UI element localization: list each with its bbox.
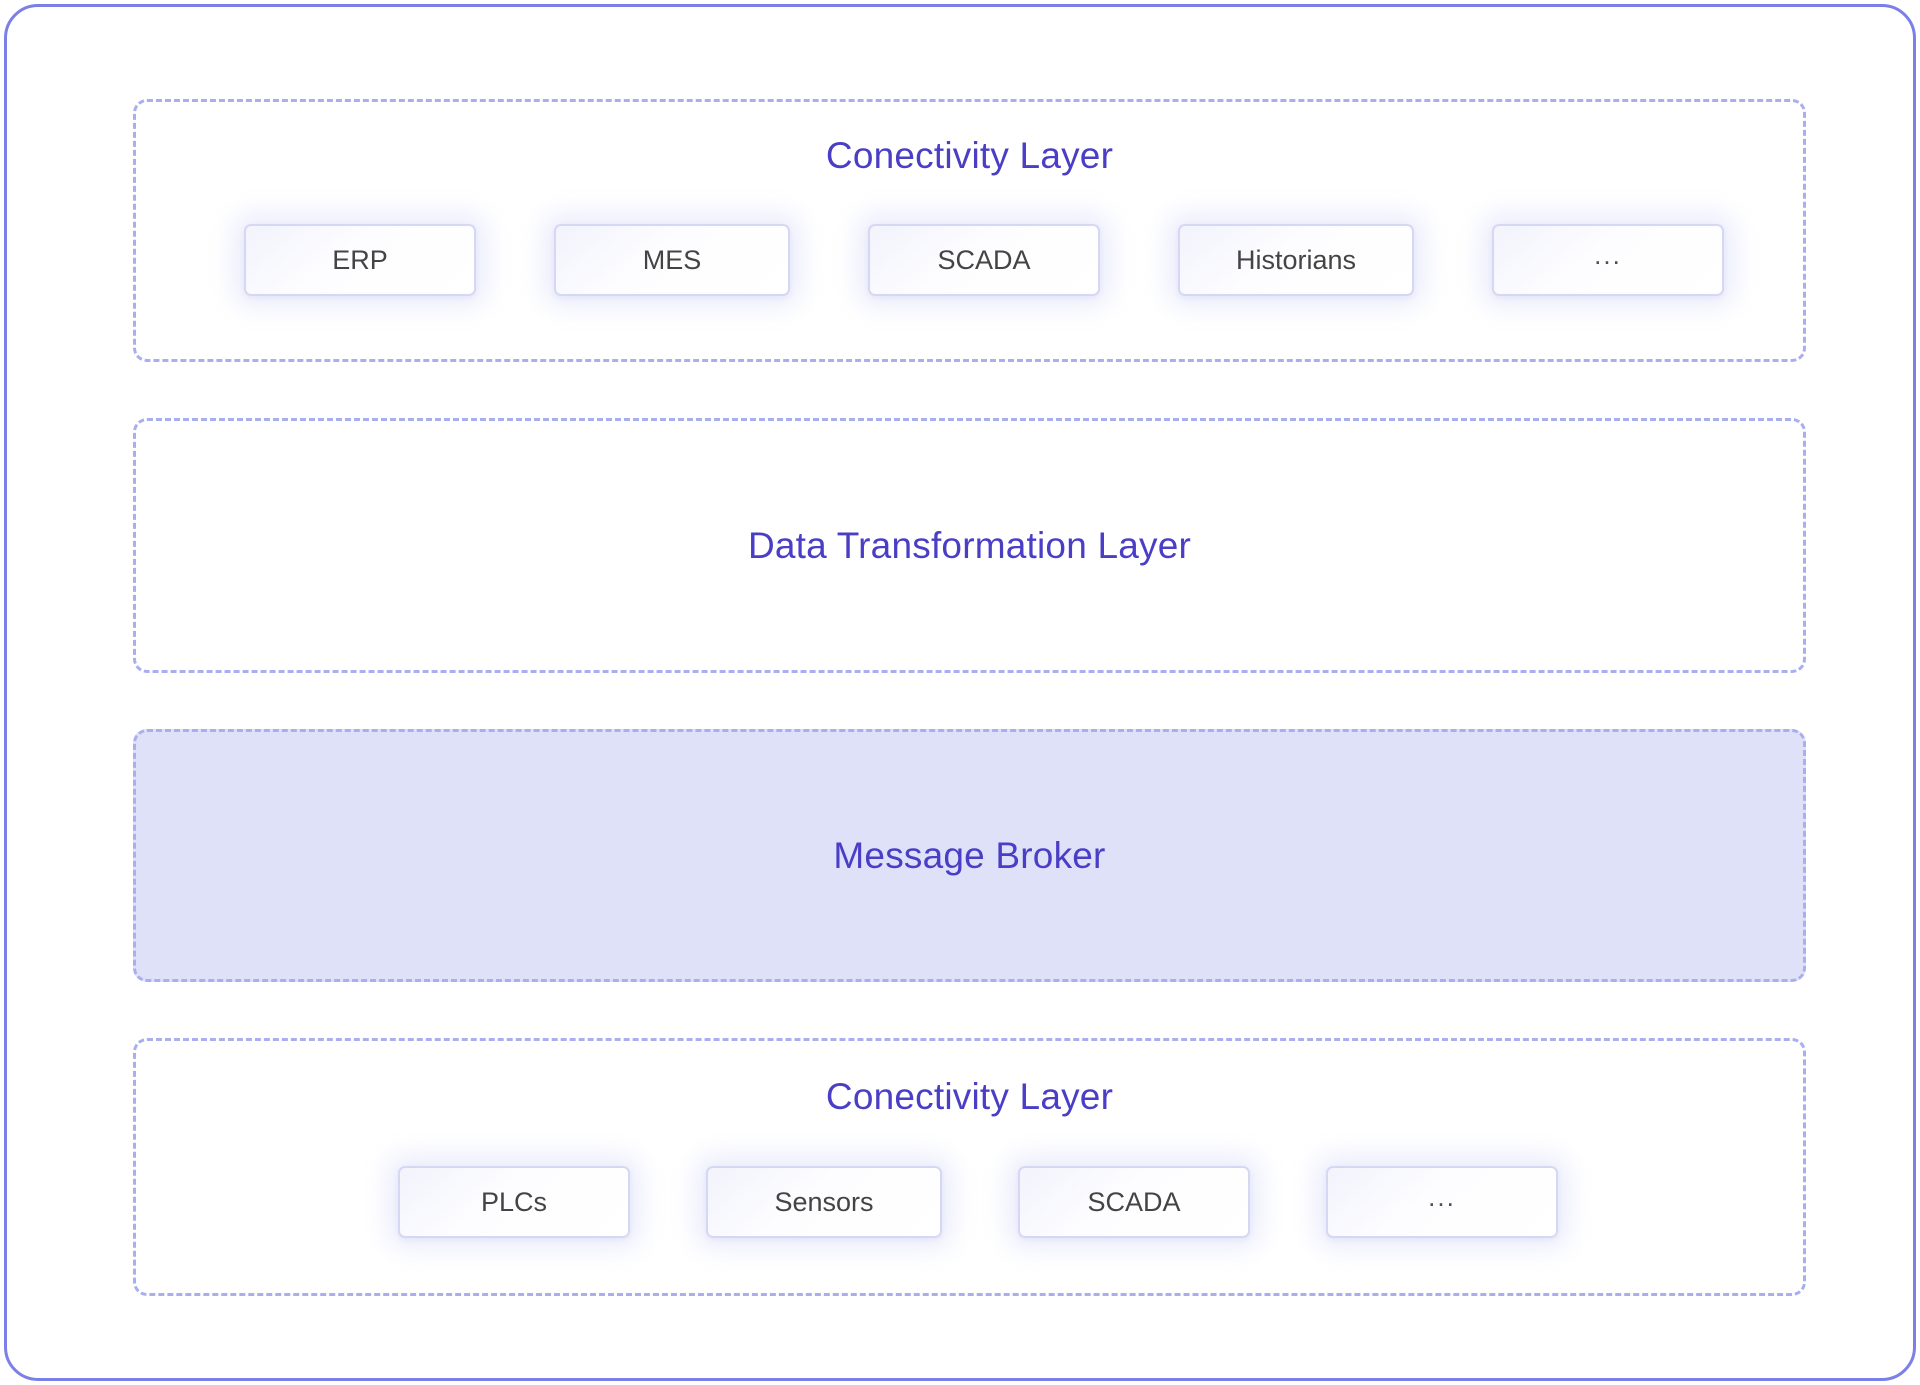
layer-title-data-transformation: Data Transformation Layer [747, 524, 1192, 566]
layer-panel-message-broker: Message Broker [133, 729, 1806, 982]
node-scada-bottom[interactable]: SCADA [1018, 1166, 1250, 1238]
node-scada-bottom-label: SCADA [1087, 1186, 1181, 1217]
layer-title-message-broker: Message Broker [833, 834, 1106, 876]
node-historians[interactable]: Historians [1178, 224, 1414, 296]
node-sensors-label: Sensors [774, 1186, 874, 1217]
node-row-connectivity-bottom: PLCs Sensors SCADA ... [398, 1166, 1558, 1238]
layer-panel-connectivity-bottom: Conectivity Layer PLCs Sensors SCADA ... [133, 1038, 1806, 1296]
node-row-connectivity-top: ERP MES SCADA Historians ... [244, 224, 1724, 296]
node-plcs[interactable]: PLCs [398, 1166, 630, 1238]
node-more-top[interactable]: ... [1492, 224, 1724, 296]
diagram-outer-frame: Conectivity Layer ERP MES SCADA Historia… [4, 4, 1916, 1381]
layer-title-connectivity-bottom: Conectivity Layer [825, 1076, 1114, 1117]
layer-title-connectivity-top: Conectivity Layer [825, 135, 1114, 176]
node-more-bottom[interactable]: ... [1326, 1166, 1558, 1238]
layer-panel-data-transformation: Data Transformation Layer [133, 418, 1806, 673]
node-plcs-label: PLCs [480, 1186, 548, 1217]
node-sensors[interactable]: Sensors [706, 1166, 942, 1238]
node-historians-label: Historians [1235, 244, 1357, 275]
node-scada-top[interactable]: SCADA [868, 224, 1100, 296]
node-erp[interactable]: ERP [244, 224, 476, 296]
node-scada-top-label: SCADA [937, 244, 1031, 275]
layer-stack: Conectivity Layer ERP MES SCADA Historia… [133, 99, 1806, 1304]
node-more-bottom-label: ... [1428, 1181, 1456, 1212]
layer-panel-connectivity-top: Conectivity Layer ERP MES SCADA Historia… [133, 99, 1806, 362]
node-mes-label: MES [642, 244, 702, 275]
node-erp-label: ERP [332, 244, 388, 275]
node-mes[interactable]: MES [554, 224, 790, 296]
node-more-top-label: ... [1594, 239, 1622, 270]
